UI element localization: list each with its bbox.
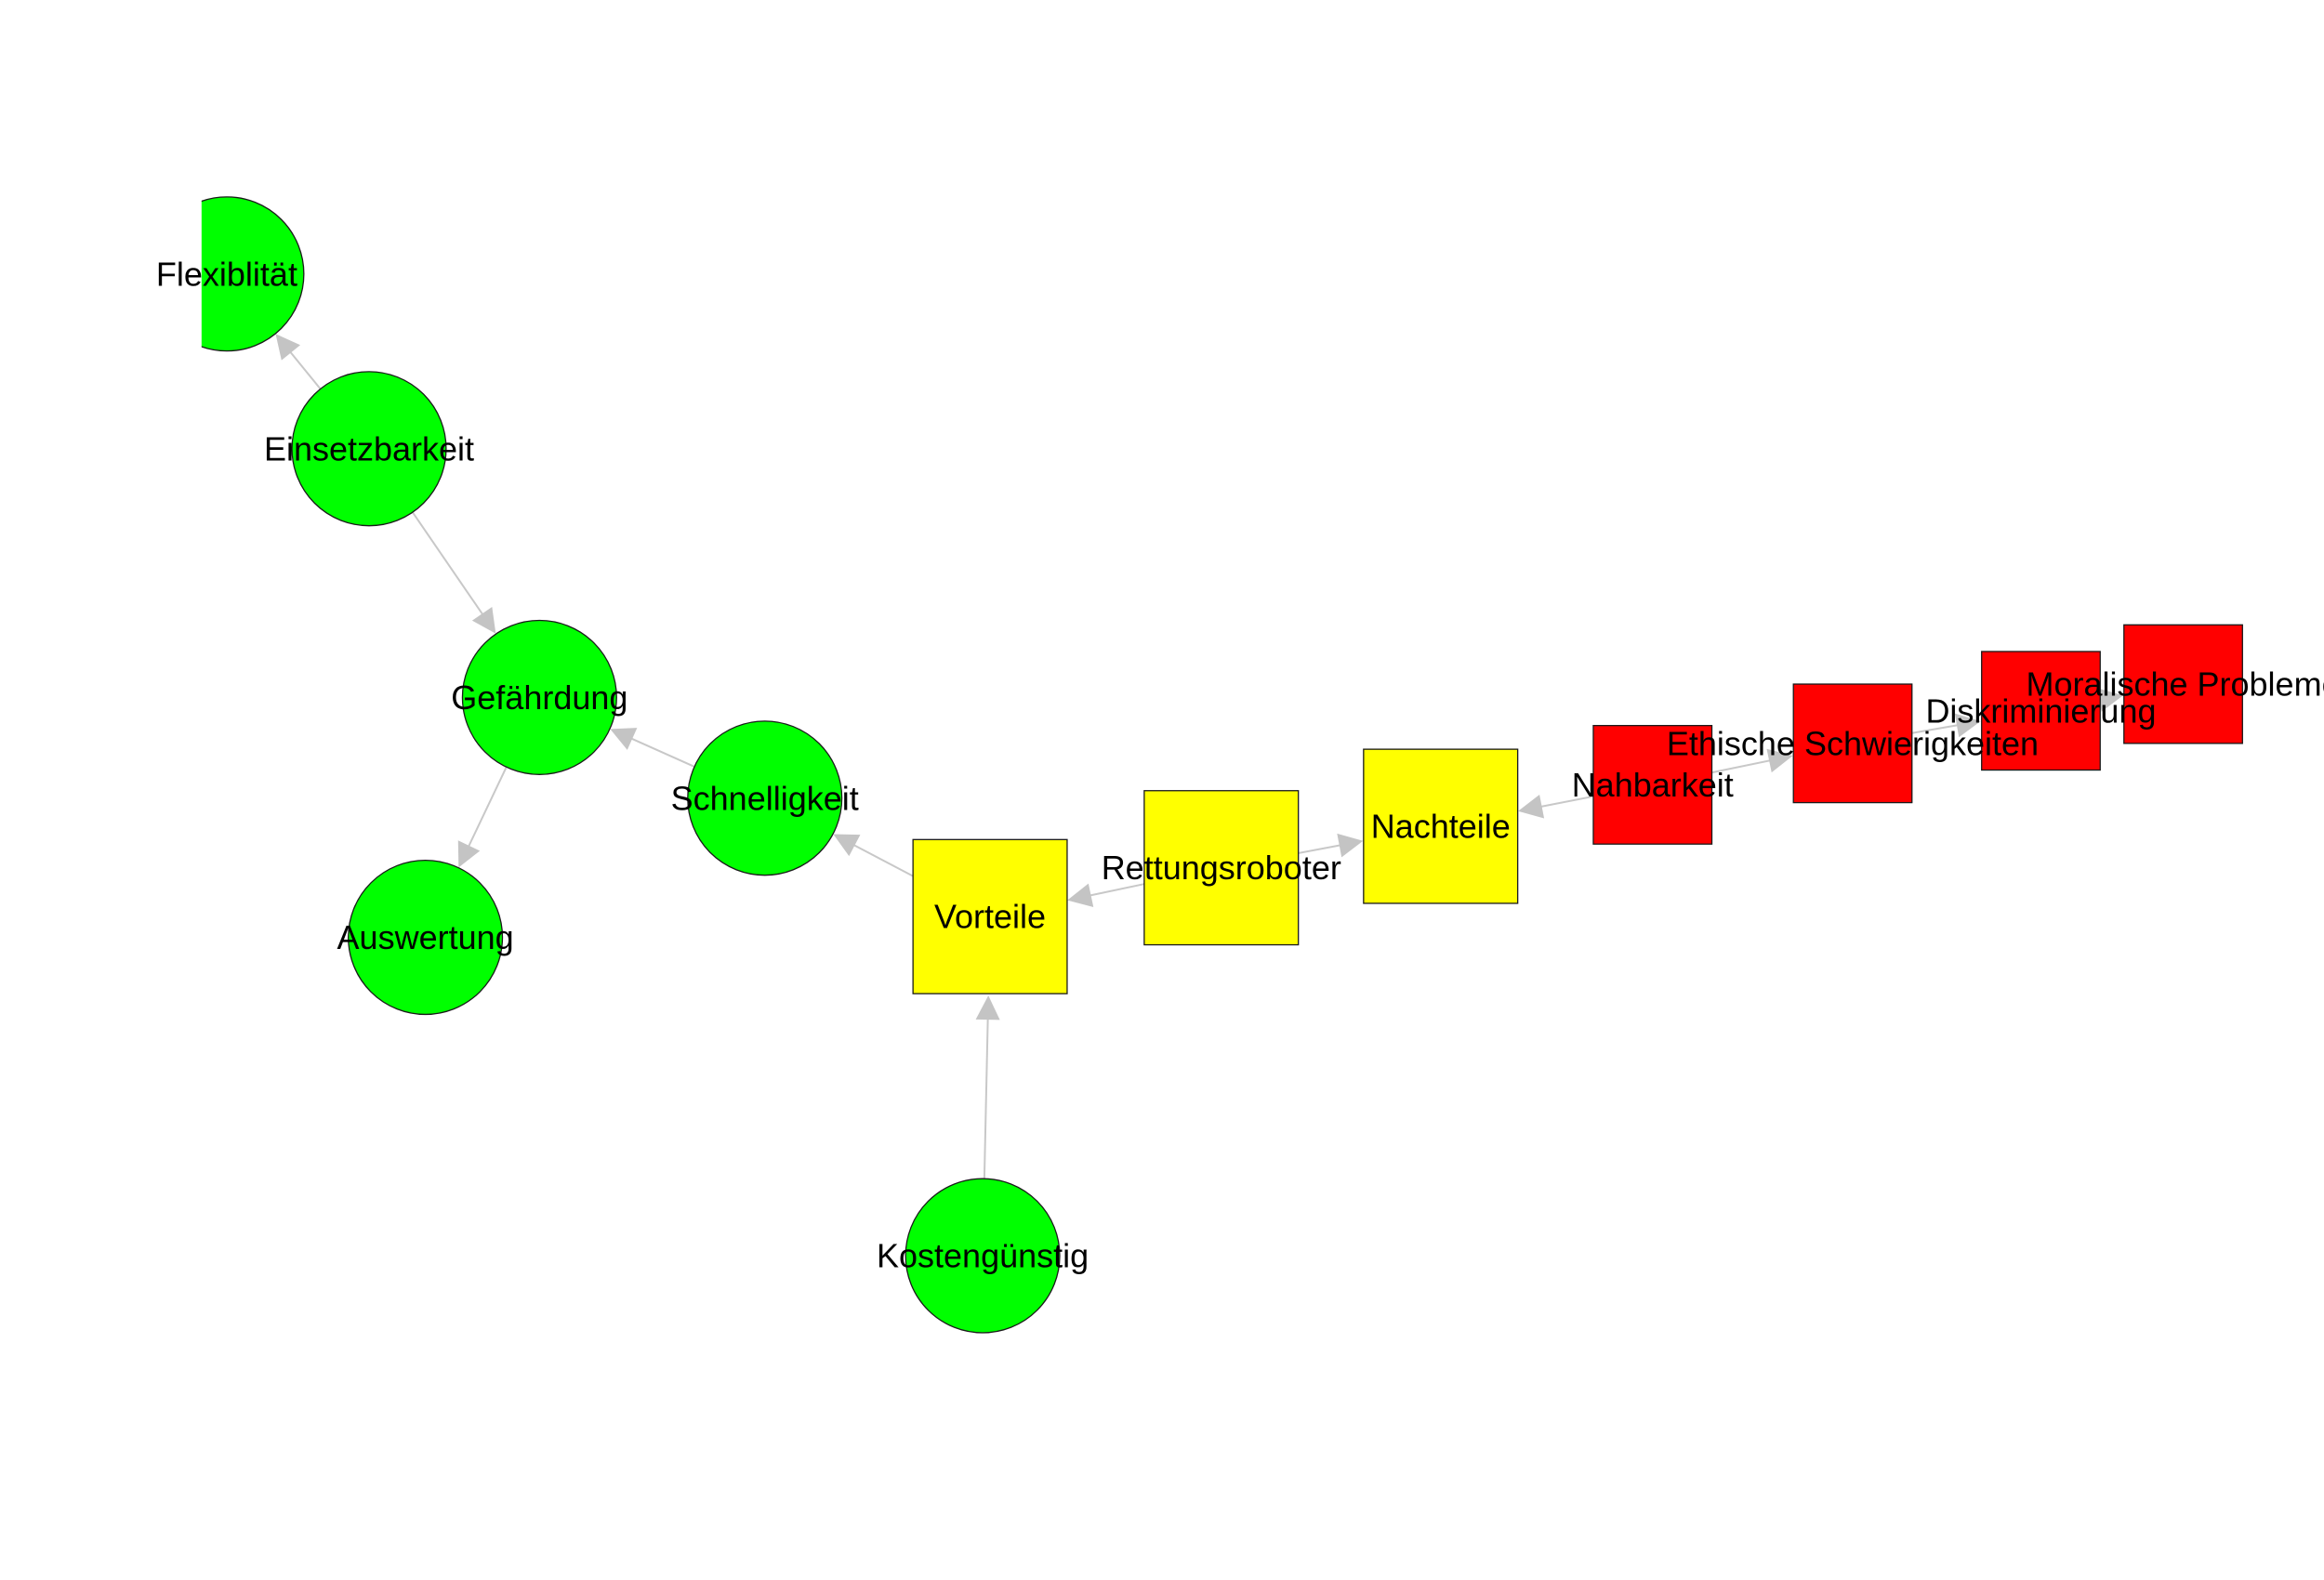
node-flexiblitaet — [201, 196, 305, 352]
node-rettungsroboter — [1143, 790, 1300, 946]
edge-ethische-to-diskriminierung — [1905, 723, 1963, 736]
arrowhead-rettungsroboter-to-vorteile — [1067, 883, 1094, 908]
arrowhead-nahbarkeit-to-nachteile — [1518, 794, 1545, 819]
arrowhead-einsetzbarkeit-to-gefaehrdung — [471, 606, 496, 634]
arrowhead-ethische-to-diskriminierung — [1954, 713, 1981, 738]
node-label-nahbarkeit: Nahbarkeit — [1572, 766, 1734, 804]
node-kostenguenstig — [905, 1178, 1061, 1334]
node-label-ethische: Ethische Schwierigkeiten — [1667, 724, 2039, 762]
arrowhead-diskriminierung-to-moralische — [2096, 688, 2123, 712]
arrowhead-kostenguenstig-to-vorteile — [975, 995, 1000, 1020]
node-ethische — [1792, 683, 1913, 804]
nodes-layer — [201, 196, 2243, 1334]
node-label-moralische: Moralische Probleme — [2026, 665, 2324, 704]
edge-rettungsroboter-to-vorteile — [1085, 881, 1154, 898]
node-moralische — [2123, 624, 2243, 744]
arrowhead-einsetzbarkeit-to-flexiblitaet — [275, 334, 300, 361]
arrowhead-rettungsroboter-to-nachteile — [1337, 833, 1364, 858]
arrowhead-schnelligkeit-to-gefaehrdung — [610, 728, 638, 750]
edge-einsetzbarkeit-to-gefaehrdung — [407, 505, 486, 619]
node-label-kostenguenstig: Kostengünstig — [877, 1237, 1089, 1275]
node-label-gefaehrdung: Gefährdung — [451, 678, 627, 717]
node-label-auswertung: Auswertung — [337, 918, 514, 956]
node-label-einsetzbarkeit: Einsetzbarkeit — [264, 429, 474, 467]
node-schnelligkeit — [687, 720, 843, 876]
arrowhead-gefaehrdung-to-auswertung — [457, 840, 481, 868]
edge-nahbarkeit-to-ethische — [1704, 758, 1776, 775]
node-label-rettungsroboter: Rettungsroboter — [1102, 849, 1341, 887]
node-diskriminierung — [1981, 651, 2101, 771]
node-nahbarkeit — [1592, 724, 1713, 845]
node-label-flexiblitaet: Flexiblität — [156, 255, 297, 293]
node-gefaehrdung — [461, 619, 617, 775]
node-vorteile — [912, 838, 1068, 994]
edge-schnelligkeit-to-gefaehrdung — [627, 735, 702, 771]
node-einsetzbarkeit — [291, 371, 447, 527]
node-nachteile — [1363, 748, 1519, 904]
edge-nahbarkeit-to-nachteile — [1536, 794, 1601, 809]
arrowhead-nahbarkeit-to-ethische — [1766, 748, 1793, 773]
node-label-diskriminierung: Diskriminierung — [1925, 691, 2156, 730]
edge-einsetzbarkeit-to-flexiblitaet — [286, 348, 326, 396]
node-label-schnelligkeit: Schnelligkeit — [671, 779, 859, 817]
edges-layer — [275, 334, 2123, 1187]
arrowhead-vorteile-to-schnelligkeit — [833, 834, 861, 857]
edge-gefaehrdung-to-auswertung — [466, 759, 511, 851]
edge-kostenguenstig-to-vorteile — [983, 1014, 989, 1187]
node-auswertung — [348, 859, 504, 1016]
node-label-vorteile: Vorteile — [934, 898, 1046, 936]
labels-layer: FlexiblitätEinsetzbarkeitGefährdungSchne… — [156, 255, 2324, 1274]
node-label-nachteile: Nachteile — [1371, 808, 1511, 846]
